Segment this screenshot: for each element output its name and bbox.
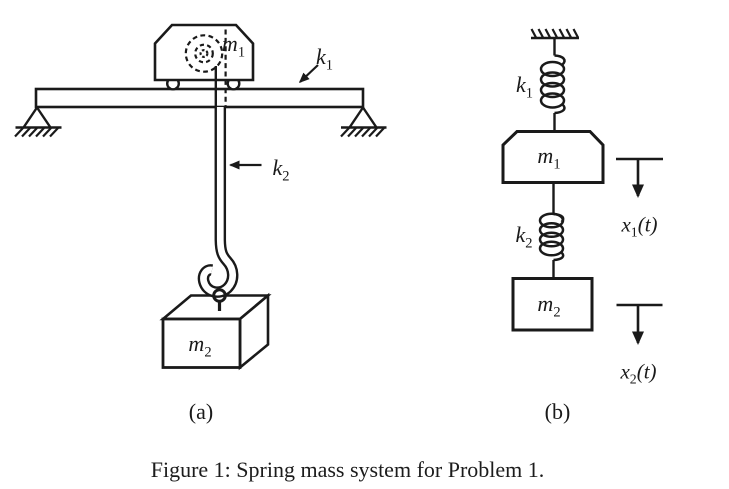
label-x2-base: x — [620, 359, 630, 383]
x1-displacement-marker — [616, 157, 663, 198]
label-k1-panel-a: k1 — [315, 43, 333, 72]
spring-k2 — [538, 212, 565, 262]
label-m1-panel-b: m1 — [537, 143, 560, 172]
label-k1-b-sub: 1 — [525, 84, 534, 101]
mass-m2-block — [511, 277, 594, 332]
label-x2-suffix: (t) — [636, 359, 657, 383]
label-m2-panel-b: m2 — [537, 291, 560, 320]
label-m1-a-base: m — [221, 31, 238, 56]
label-k1-a-base: k — [315, 43, 326, 69]
pin-support-left — [14, 106, 62, 138]
label-x1-sub: 1 — [630, 224, 638, 240]
figure-caption: Figure 1: Spring mass system for Problem… — [150, 457, 545, 482]
label-x2-sub: 2 — [629, 371, 637, 387]
panel-a — [14, 23, 387, 371]
label-m1-b-sub: 1 — [553, 156, 561, 173]
machine-mass-m1 — [153, 23, 255, 82]
label-k2-a-base: k — [272, 154, 283, 180]
beam-k1 — [34, 87, 365, 109]
label-k2-panel-b: k2 — [515, 222, 532, 251]
label-k2-b-base: k — [515, 222, 526, 247]
box-front-face — [161, 317, 242, 369]
ground-hatching-right — [340, 127, 385, 138]
label-x1t: x1(t) — [621, 212, 658, 239]
panel-b-tag: (b) — [544, 398, 571, 424]
label-k2-a-sub: 2 — [282, 167, 290, 184]
hook-eye — [212, 288, 227, 311]
pin-support-right — [340, 106, 387, 138]
label-m1-panel-a: m1 — [221, 31, 245, 60]
label-m1-b-base: m — [537, 143, 554, 168]
label-m2-a-base: m — [188, 331, 205, 356]
k1-arrow — [298, 64, 319, 84]
ground-hatching-left — [14, 127, 59, 138]
label-k1-b-base: k — [515, 71, 526, 97]
winch-drum — [184, 34, 224, 73]
x2-displacement-marker — [616, 303, 663, 345]
label-m2-panel-a: m2 — [188, 331, 211, 360]
label-x1-suffix: (t) — [637, 212, 658, 236]
label-k2-panel-a: k2 — [272, 154, 289, 183]
label-m1-a-sub: 1 — [237, 44, 246, 61]
mass-m1-block — [501, 130, 605, 184]
cable-hook — [197, 107, 239, 298]
label-m2-a-sub: 2 — [204, 344, 212, 361]
label-m2-b-base: m — [537, 291, 554, 316]
panel-b — [501, 28, 663, 345]
ceiling-hatching — [530, 28, 579, 39]
label-x2t: x2(t) — [620, 359, 657, 386]
spring-k1 — [539, 54, 566, 115]
label-k1-a-sub: 1 — [325, 56, 334, 73]
label-x1-base: x — [621, 212, 631, 236]
panel-a-tag: (a) — [188, 399, 214, 424]
label-k2-b-sub: 2 — [525, 235, 533, 252]
mass-m2-box — [159, 292, 272, 371]
ceiling-support — [530, 28, 579, 40]
label-m2-b-sub: 2 — [553, 304, 561, 321]
label-k1-panel-b: k1 — [515, 71, 533, 100]
